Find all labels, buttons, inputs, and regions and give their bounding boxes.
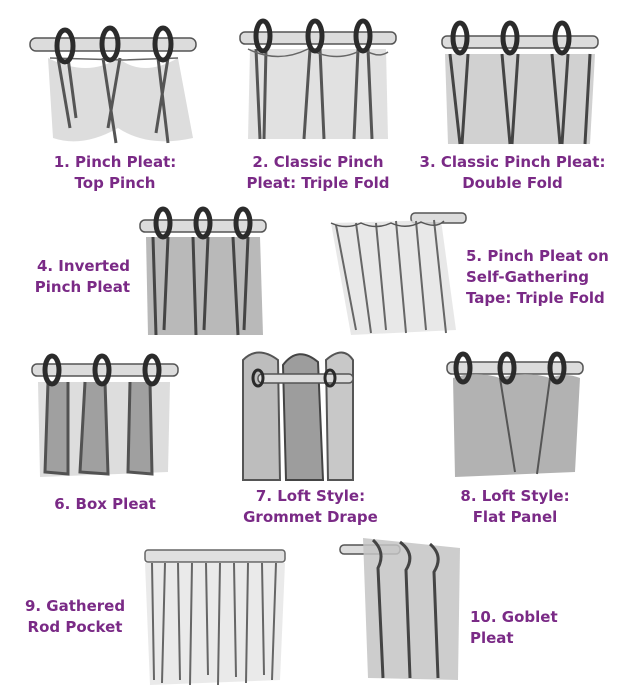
diagram-loft-style-flat-panel <box>445 351 585 487</box>
diagram-loft-style-grommet-drape <box>238 340 358 485</box>
box-pleat-icon <box>31 353 179 477</box>
diagram-inverted-pinch-pleat <box>138 205 268 340</box>
label-pinch-pleat-self-gathering-tape: 5. Pinch Pleat on Self-Gathering Tape: T… <box>466 247 609 307</box>
diagram-classic-pinch-pleat-triple-fold <box>238 14 398 149</box>
classic-pinch-pleat-double-fold-icon <box>441 20 599 145</box>
gathered-rod-pocket-icon <box>144 549 286 686</box>
diagram-gathered-rod-pocket <box>140 545 290 693</box>
label-pinch-pleat-top-pinch: 1. Pinch Pleat: Top Pinch <box>53 153 177 192</box>
diagram-box-pleat <box>30 352 180 487</box>
label-gathered-rod-pocket: 9. Gathered Rod Pocket <box>24 597 126 636</box>
label-goblet-pleat: 10. Goblet Pleat <box>470 608 558 647</box>
label-loft-style-flat-panel: 8. Loft Style: Flat Panel <box>460 487 570 526</box>
label-classic-pinch-pleat-double-fold: 3. Classic Pinch Pleat: Double Fold <box>419 153 606 192</box>
pinch-pleat-top-pinch-icon <box>29 25 197 144</box>
label-inverted-pinch-pleat: 4. Inverted Pinch Pleat <box>34 257 130 296</box>
diagram-pinch-pleat-self-gathering-tape <box>326 205 471 340</box>
label-box-pleat: 6. Box Pleat <box>54 495 156 513</box>
label-loft-style-grommet-drape: 7. Loft Style: Grommet Drape <box>243 487 378 526</box>
label-classic-pinch-pleat-triple-fold: 2. Classic Pinch Pleat: Triple Fold <box>246 153 390 192</box>
goblet-pleat-icon <box>339 538 460 680</box>
diagram-goblet-pleat <box>338 530 463 685</box>
loft-style-flat-panel-icon <box>446 351 584 477</box>
loft-style-grommet-drape-icon <box>242 351 354 481</box>
diagram-classic-pinch-pleat-double-fold <box>440 14 600 149</box>
inverted-pinch-pleat-icon <box>139 206 267 336</box>
classic-pinch-pleat-triple-fold-icon <box>239 18 397 140</box>
pinch-pleat-self-gathering-tape-icon <box>330 212 467 335</box>
diagram-pinch-pleat-top-pinch <box>28 18 198 153</box>
